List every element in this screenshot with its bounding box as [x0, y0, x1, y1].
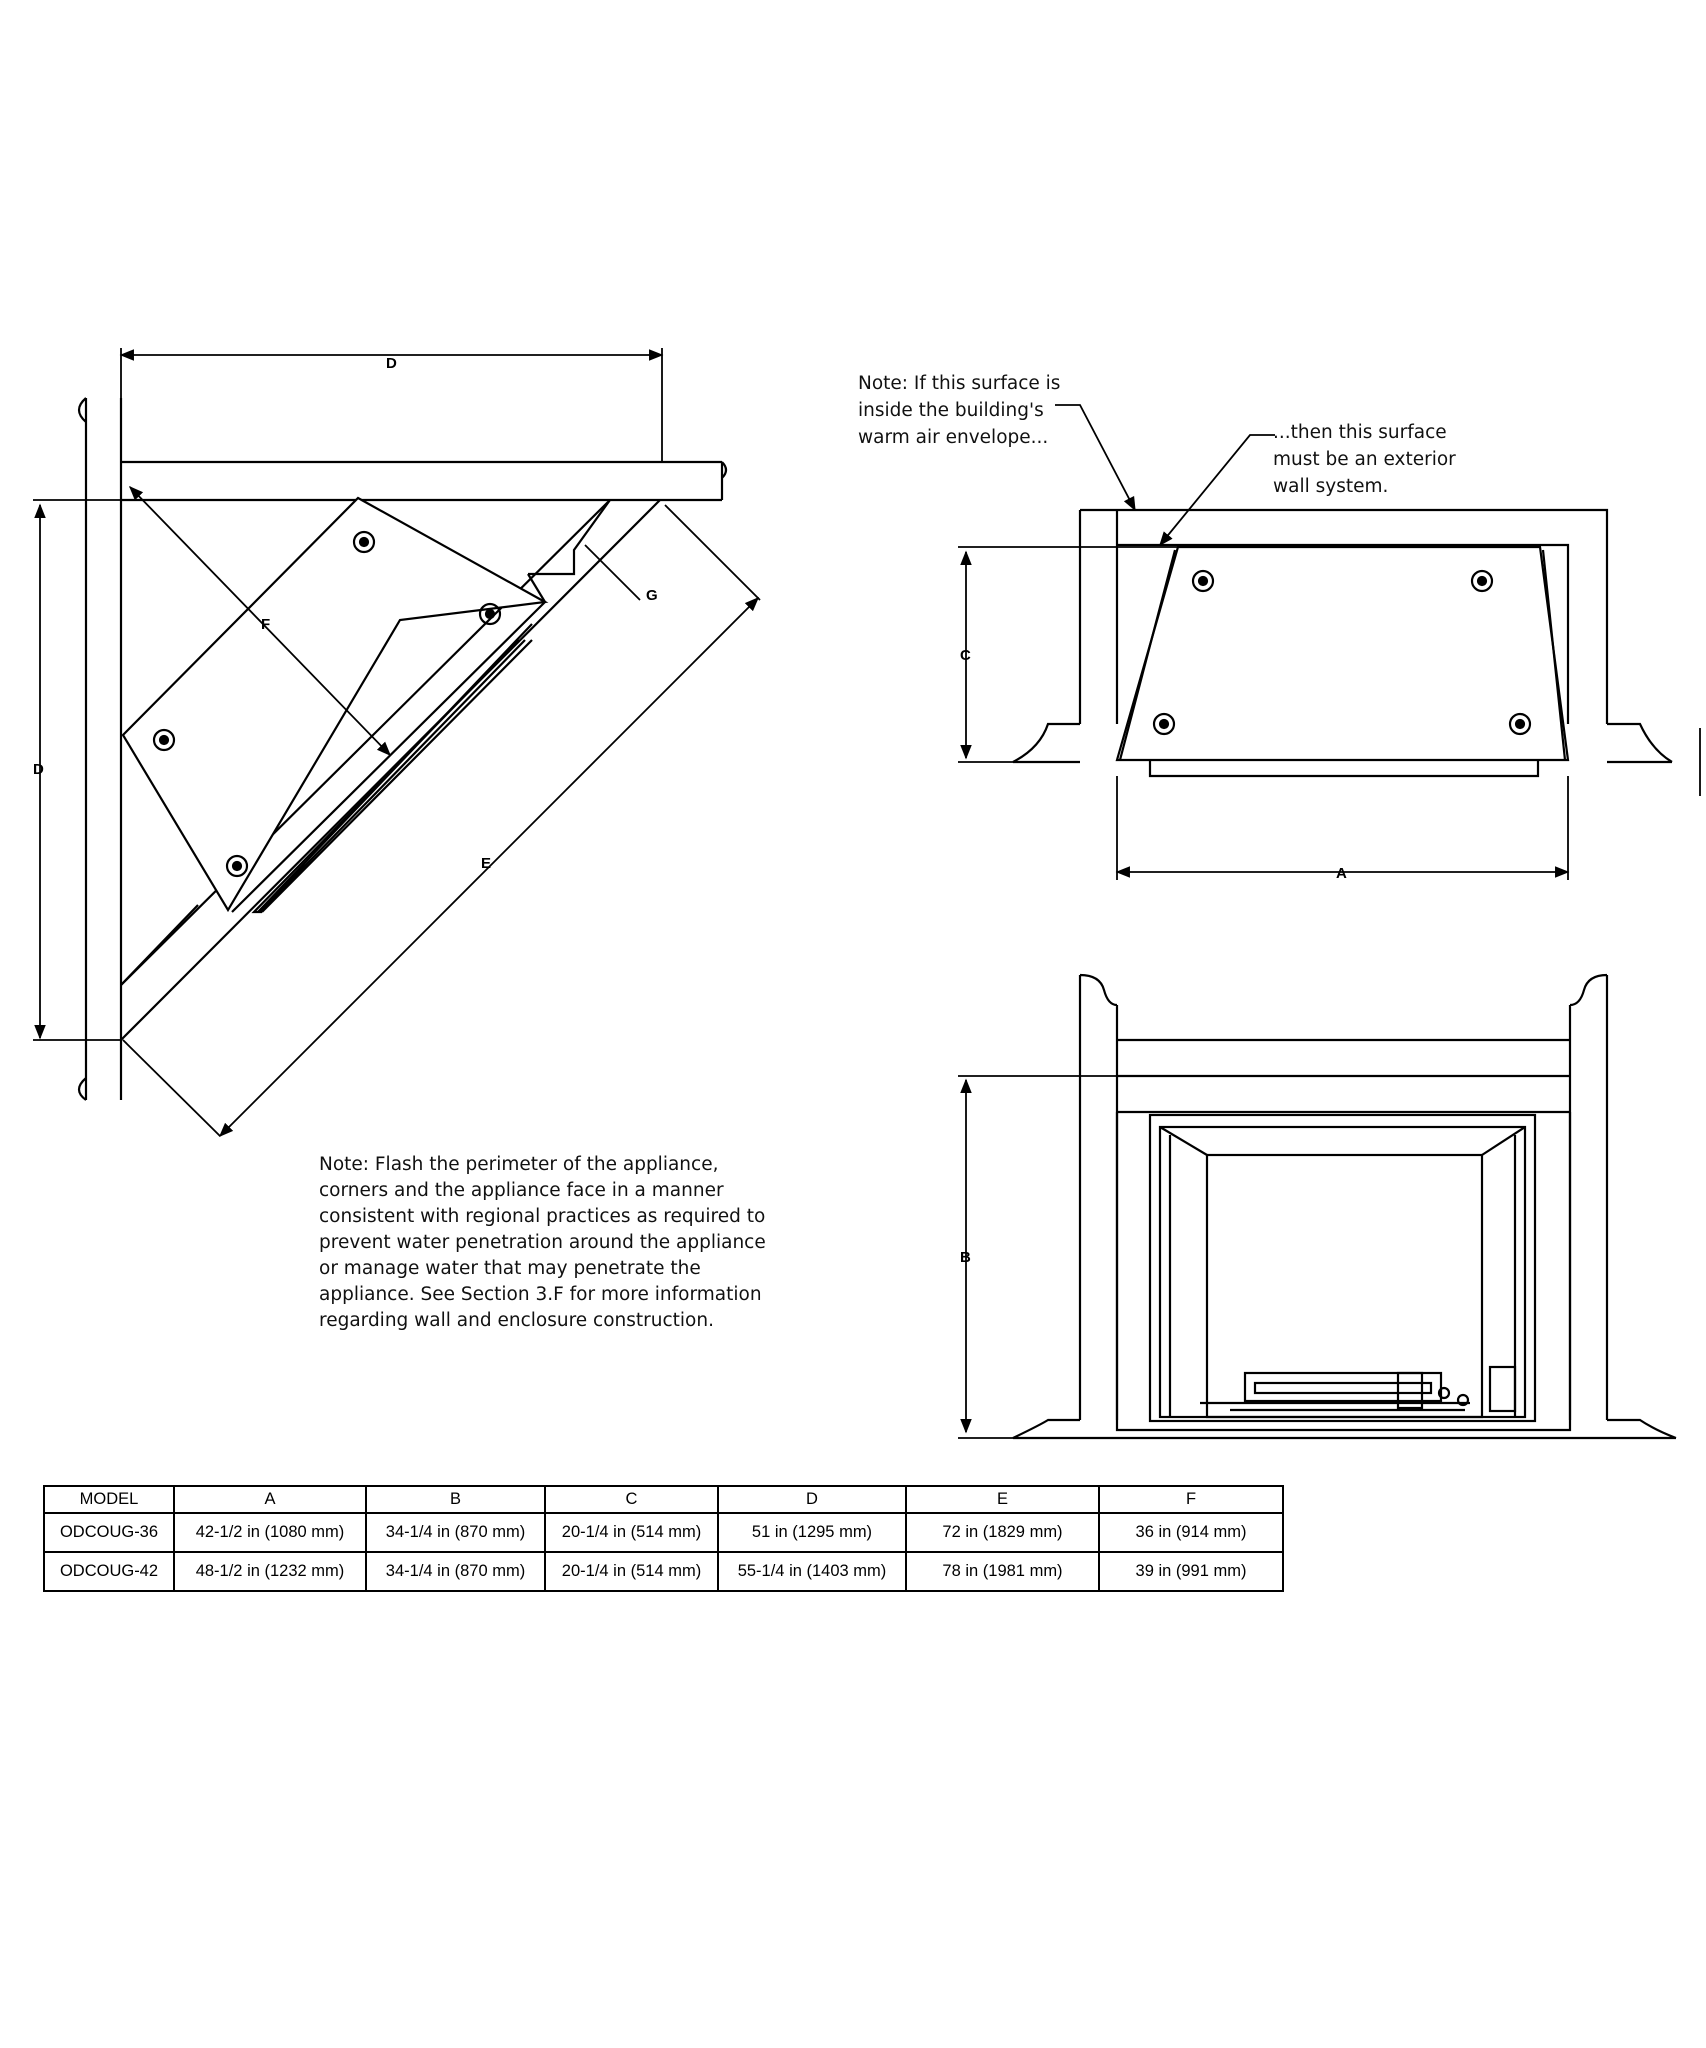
- table-cell: 39 in (991 mm): [1098, 1551, 1284, 1592]
- table-cell: ODCOUG-42: [43, 1551, 175, 1592]
- table-cell: 51 in (1295 mm): [717, 1512, 907, 1553]
- wall-right-post: [1568, 973, 1609, 1420]
- table-header: A: [173, 1485, 367, 1514]
- appliance-body: [121, 496, 549, 913]
- table-header: E: [905, 1485, 1100, 1514]
- floor-right: [1607, 722, 1673, 763]
- top-plan-dimensions: [958, 404, 1701, 880]
- floor-left: [1012, 722, 1080, 763]
- corner-plan-view: [77, 397, 728, 1101]
- table-cell: 34-1/4 in (870 mm): [365, 1512, 546, 1553]
- table-cell: 20-1/4 in (514 mm): [544, 1551, 719, 1592]
- dim-label-f: F: [261, 616, 270, 633]
- dim-label-c: C: [960, 647, 971, 664]
- table-header: B: [365, 1485, 546, 1514]
- appliance-body: [1115, 545, 1570, 762]
- appliance-face: [1148, 760, 1540, 778]
- table-cell: 72 in (1829 mm): [905, 1512, 1100, 1553]
- mounting-hole: [1508, 712, 1532, 736]
- dim-label-e: E: [481, 855, 491, 872]
- corner-plan-dimensions: [33, 348, 761, 1138]
- table-header: D: [717, 1485, 907, 1514]
- firebox-back: [1205, 1153, 1484, 1419]
- dim-label-d-left: D: [33, 761, 44, 778]
- burner: [1243, 1371, 1443, 1403]
- warm-air-note: Note: If this surface is inside the buil…: [858, 373, 1066, 448]
- table-cell: 48-1/2 in (1232 mm): [173, 1551, 367, 1592]
- dim-label-d-top: D: [386, 355, 397, 372]
- exterior-wall-note: ...then this surface must be an exterior…: [1273, 422, 1462, 497]
- firebox-outer: [1115, 1112, 1572, 1432]
- top-wall: [121, 460, 728, 502]
- table-header: F: [1098, 1485, 1284, 1514]
- front-elevation-view: [1012, 973, 1677, 1440]
- mounting-hole: [1152, 712, 1176, 736]
- table-cell: 34-1/4 in (870 mm): [365, 1551, 546, 1592]
- mounting-hole: [1470, 569, 1494, 593]
- dim-label-a: A: [1336, 865, 1347, 882]
- top-plan-view: [1012, 508, 1673, 778]
- flash-note: Note: Flash the perimeter of the applian…: [319, 1154, 772, 1331]
- front-elevation-dimensions: [958, 1075, 1117, 1439]
- dim-label-g: G: [646, 587, 658, 604]
- wall-left-post: [1078, 973, 1119, 1420]
- floor-line: [1012, 1418, 1677, 1440]
- table-row: ODCOUG-42 48-1/2 in (1232 mm) 34-1/4 in …: [43, 1551, 1284, 1592]
- table-header: C: [544, 1485, 719, 1514]
- table-header-row: MODEL A B C D E F: [43, 1485, 1284, 1514]
- table-header: MODEL: [43, 1485, 175, 1514]
- table-cell: 78 in (1981 mm): [905, 1551, 1100, 1592]
- enclosure-frame: [1078, 508, 1609, 724]
- table-cell: 20-1/4 in (514 mm): [544, 1512, 719, 1553]
- table-cell: ODCOUG-36: [43, 1512, 175, 1553]
- table-row: ODCOUG-36 42-1/2 in (1080 mm) 34-1/4 in …: [43, 1512, 1284, 1553]
- header-beam: [1117, 1038, 1570, 1114]
- dimension-table: MODEL A B C D E F ODCOUG-36 42-1/2 in (1…: [43, 1485, 1284, 1592]
- mounting-hole: [1191, 569, 1215, 593]
- firebox-frame: [1148, 1113, 1537, 1423]
- table-cell: 36 in (914 mm): [1098, 1512, 1284, 1553]
- table-cell: 42-1/2 in (1080 mm): [173, 1512, 367, 1553]
- dim-label-b: B: [960, 1249, 971, 1266]
- left-wall: [77, 397, 123, 1101]
- table-cell: 55-1/4 in (1403 mm): [717, 1551, 907, 1592]
